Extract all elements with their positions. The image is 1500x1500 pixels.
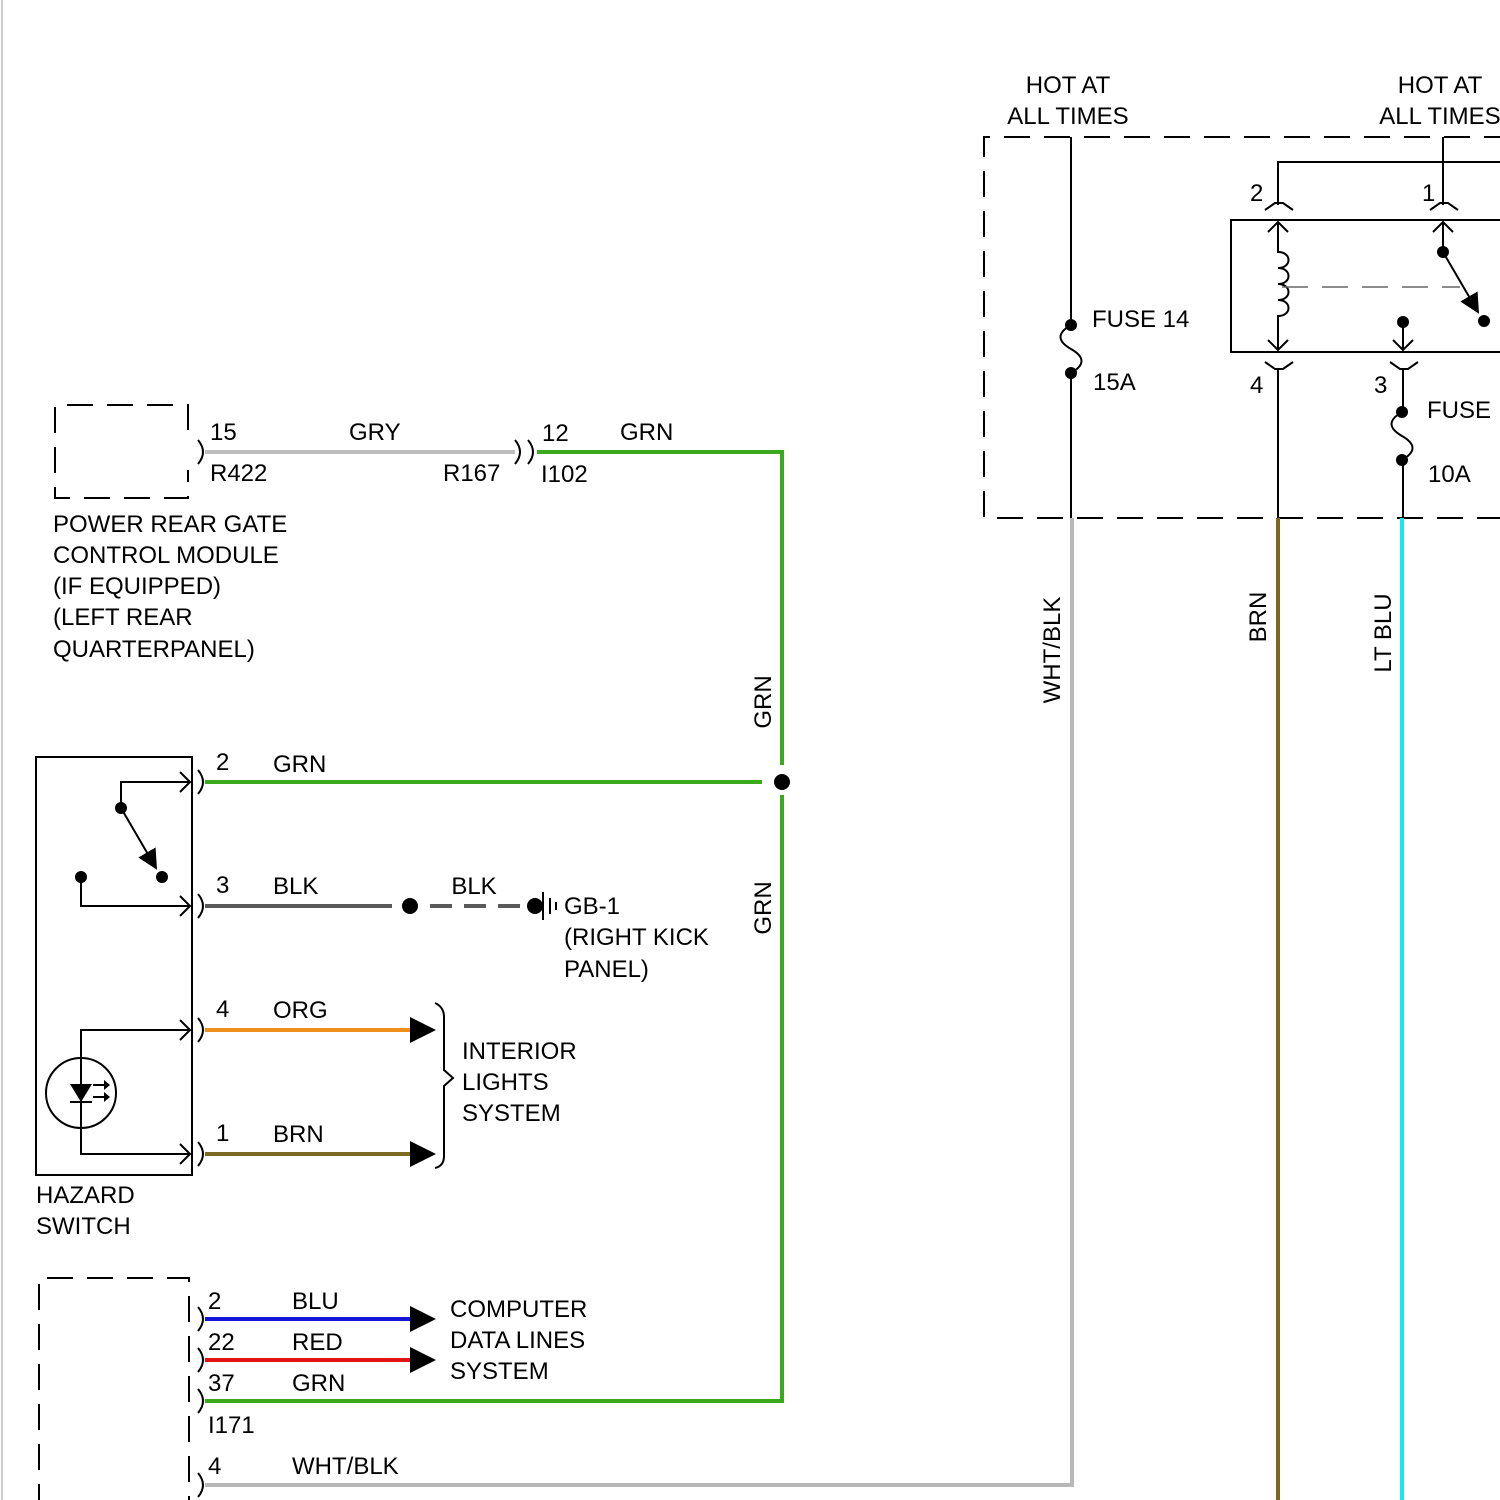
wire-label: GRN xyxy=(273,751,326,778)
module-label: CONTROL MODULE xyxy=(53,542,279,569)
pin-label: 3 xyxy=(216,872,229,899)
switch-lead xyxy=(121,772,190,808)
hot-label: HOT AT xyxy=(1398,72,1483,99)
module-label: QUARTERPANEL) xyxy=(53,636,255,663)
system-label: COMPUTER xyxy=(450,1296,587,1323)
fuse-icon xyxy=(1061,325,1082,373)
wire-label: BLK xyxy=(451,873,496,900)
connector xyxy=(198,1307,203,1497)
connector xyxy=(198,440,203,464)
arrow-icon xyxy=(410,1017,436,1043)
brace xyxy=(435,1003,453,1168)
relay-box xyxy=(1231,220,1500,352)
system-label: SYSTEM xyxy=(450,1358,549,1385)
wire-label: WHT/BLK xyxy=(1039,597,1066,704)
hot-label: ALL TIMES xyxy=(1007,103,1128,130)
fuse-rating: 10A xyxy=(1428,461,1471,488)
wire-label: WHT/BLK xyxy=(292,1453,399,1480)
fuse14-rating: 15A xyxy=(1093,369,1136,396)
ground-label: PANEL) xyxy=(564,956,649,983)
connector-label: R422 xyxy=(210,460,267,487)
pin-label: 2 xyxy=(1250,180,1263,207)
pin-label: 4 xyxy=(216,996,229,1023)
pin-label: 3 xyxy=(1374,372,1387,399)
hot-label: HOT AT xyxy=(1026,72,1111,99)
ground-label: GB-1 xyxy=(564,893,620,920)
wire-label: BLK xyxy=(273,873,318,900)
wire-label: BRN xyxy=(273,1121,324,1148)
connector-label: I171 xyxy=(208,1412,255,1439)
ground-icon xyxy=(543,892,556,920)
pin-label: 15 xyxy=(210,419,237,446)
pin-label: 37 xyxy=(208,1370,235,1397)
module-label: (IF EQUIPPED) xyxy=(53,573,221,600)
ground-label: (RIGHT KICK xyxy=(564,924,709,951)
module-outline xyxy=(39,1278,189,1500)
wire-label: GRN xyxy=(750,675,777,728)
fuse-terminal xyxy=(1065,367,1077,379)
relay-contact-lead xyxy=(1393,322,1413,350)
wire-label: GRY xyxy=(349,419,401,446)
led-ray-arrows xyxy=(104,1080,110,1102)
relay-feed xyxy=(1278,137,1500,205)
wire-label: ORG xyxy=(273,997,328,1024)
relay-contact xyxy=(1478,315,1490,327)
switch-arm xyxy=(121,808,156,868)
switch-contact xyxy=(156,871,168,883)
wire-label: LT BLU xyxy=(1370,593,1397,672)
module-outline xyxy=(55,405,188,498)
splice-dot xyxy=(774,774,790,790)
arrow-icon xyxy=(410,1141,436,1167)
lamp-lead xyxy=(81,1020,190,1164)
fuse-terminal xyxy=(1396,406,1408,418)
relay-coil-icon xyxy=(1268,222,1289,350)
wire-label: RED xyxy=(292,1329,343,1356)
computer-module: 2 BLU 22 RED 37 GRN I171 4 WHT/BLK COMPU… xyxy=(39,1278,587,1500)
connector xyxy=(198,770,203,1166)
system-label: DATA LINES xyxy=(450,1327,585,1354)
hazard-switch-label: HAZARD xyxy=(36,1182,135,1209)
pin-label: 12 xyxy=(542,420,569,447)
fuse-label: FUSE xyxy=(1427,397,1491,424)
inline-connector xyxy=(515,440,533,464)
connector-label: R167 xyxy=(443,460,500,487)
hot-label: ALL TIMES xyxy=(1379,103,1500,130)
hazard-switch: GB-1 (RIGHT KICK PANEL) BLK INTERIOR LIG… xyxy=(36,749,762,1240)
wire-label: BRN xyxy=(1245,592,1272,643)
fuse-icon xyxy=(1392,412,1413,460)
pin-label: 22 xyxy=(208,1329,235,1356)
ground-dot xyxy=(527,898,543,914)
fuse14-label: FUSE 14 xyxy=(1092,306,1189,333)
wire-label: GRN xyxy=(750,881,777,934)
fuse-box: HOT AT ALL TIMES HOT AT ALL TIMES FUSE 1… xyxy=(984,72,1500,518)
module-label: POWER REAR GATE xyxy=(53,511,287,538)
hazard-switch-box xyxy=(36,757,192,1175)
system-label: LIGHTS xyxy=(462,1069,549,1096)
pin-label: 2 xyxy=(208,1288,221,1315)
pin-label: 4 xyxy=(1250,372,1263,399)
arrow-icon xyxy=(410,1306,436,1332)
relay-connector xyxy=(1265,362,1418,369)
hazard-switch-label: SWITCH xyxy=(36,1213,131,1240)
arrow-icon xyxy=(410,1347,436,1373)
wire-label: GRN xyxy=(292,1370,345,1397)
system-label: INTERIOR xyxy=(462,1038,577,1065)
module-label: (LEFT REAR xyxy=(53,604,193,631)
pin-label: 4 xyxy=(208,1453,221,1480)
relay-switch-arm xyxy=(1443,252,1478,312)
pin-label: 1 xyxy=(1422,180,1435,207)
splice-dot xyxy=(402,898,418,914)
wire-label: GRN xyxy=(620,419,673,446)
system-label: SYSTEM xyxy=(462,1100,561,1127)
wire-label: BLU xyxy=(292,1288,339,1315)
pin-label: 1 xyxy=(216,1120,229,1147)
connector-label: I102 xyxy=(541,461,588,488)
fuse-terminal xyxy=(1065,319,1077,331)
fuse-terminal xyxy=(1396,454,1408,466)
switch-lead xyxy=(81,877,190,916)
pin-label: 2 xyxy=(216,749,229,776)
rear-gate-module: 15 GRY R422 R167 12 GRN I102 POWER REAR … xyxy=(53,405,782,1401)
